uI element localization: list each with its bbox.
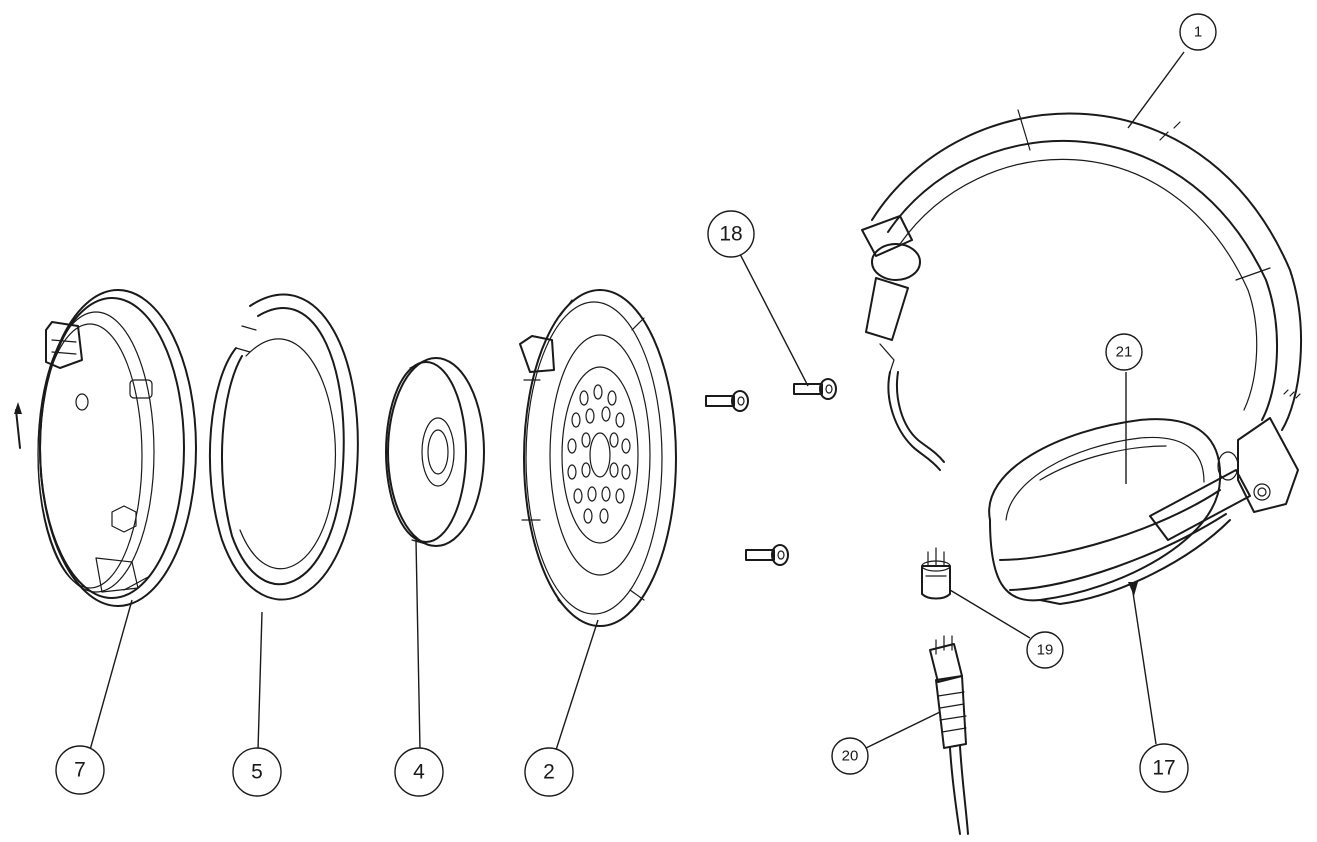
callout-label: 17 bbox=[1152, 757, 1175, 780]
callout-18: 18 bbox=[707, 210, 755, 258]
leader-lines bbox=[89, 51, 1185, 751]
callout-17: 17 bbox=[1139, 743, 1189, 793]
callout-label: 2 bbox=[543, 761, 555, 784]
part-4-disc bbox=[385, 357, 485, 547]
callout-20: 20 bbox=[831, 737, 869, 775]
callout-2: 2 bbox=[524, 747, 574, 797]
part-7-earcup-housing bbox=[14, 289, 197, 607]
part-2-baffle-plate bbox=[519, 289, 677, 627]
callout-5: 5 bbox=[232, 747, 282, 797]
callout-7: 7 bbox=[55, 745, 105, 795]
part-5-split-ring bbox=[208, 293, 359, 601]
callout-label: 21 bbox=[1116, 344, 1133, 361]
part-20-cable-plug bbox=[929, 635, 969, 835]
grille-holes bbox=[567, 384, 631, 524]
screw bbox=[745, 544, 789, 566]
part-19-connector bbox=[921, 547, 951, 600]
callout-1: 1 bbox=[1179, 13, 1217, 51]
callout-label: 19 bbox=[1037, 642, 1054, 659]
callout-21: 21 bbox=[1105, 333, 1143, 371]
callout-label: 18 bbox=[719, 223, 742, 246]
callout-19: 19 bbox=[1026, 631, 1064, 669]
callout-4: 4 bbox=[394, 747, 444, 797]
part-17-earcup-assembly bbox=[988, 418, 1251, 605]
callout-label: 1 bbox=[1194, 24, 1202, 41]
screw-set-18 bbox=[705, 378, 837, 566]
screw bbox=[705, 390, 749, 412]
callout-label: 5 bbox=[251, 761, 263, 784]
callout-label: 4 bbox=[413, 761, 425, 784]
part-1-headband bbox=[861, 109, 1303, 513]
callout-label: 7 bbox=[74, 759, 86, 782]
screw bbox=[793, 378, 837, 400]
callout-label: 20 bbox=[842, 748, 859, 765]
